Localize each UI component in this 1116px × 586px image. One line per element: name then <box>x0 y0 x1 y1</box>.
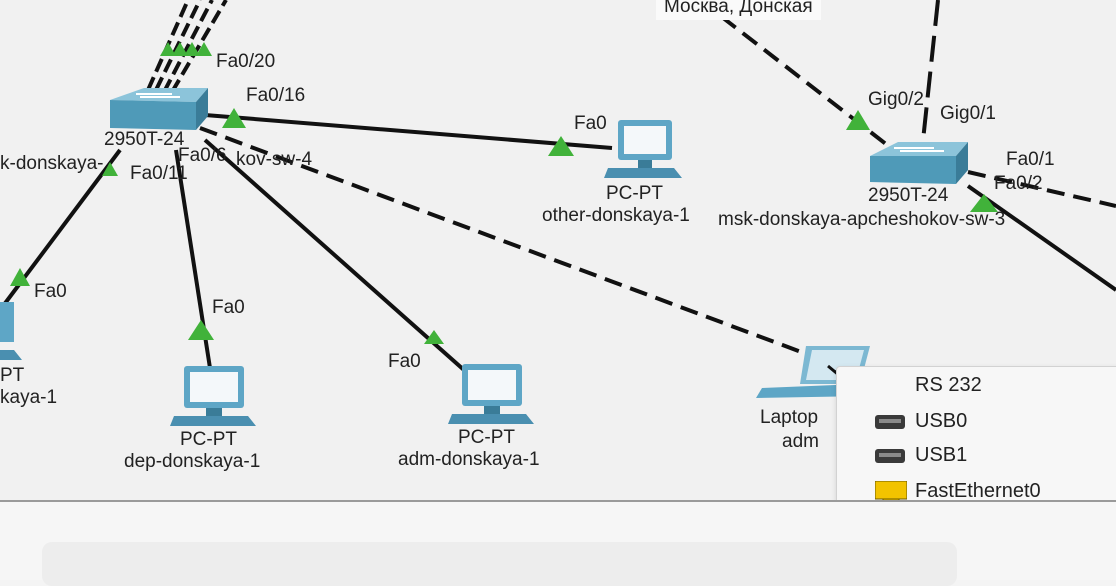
pc-other-icon[interactable] <box>604 118 684 182</box>
pc-adm-icon[interactable] <box>448 362 538 426</box>
port-label-fa0-11: Fa0/11 <box>130 163 188 184</box>
port-menu-item-fastethernet0[interactable]: FastEthernet0 <box>837 477 1116 507</box>
port-label-fa0-1: Fa0/1 <box>1006 149 1055 170</box>
cable-sw4-other <box>204 113 613 150</box>
pc-left-icon[interactable] <box>0 300 24 364</box>
pc-adm-type: PC-PT <box>458 427 515 448</box>
port-label-fa0-other: Fa0 <box>574 113 607 134</box>
port-menu-rs232[interactable]: RS 232 <box>915 374 982 396</box>
switch-left-model: 2950T-24 <box>104 129 185 150</box>
cable-right-gig02 <box>698 0 906 160</box>
port-menu-label-usb1: USB1 <box>915 444 968 466</box>
port-label-fa0-2: Fa0/2 <box>994 173 1043 194</box>
cable-right-gig01 <box>920 0 940 151</box>
switch-left-icon[interactable] <box>100 88 210 140</box>
bottom-toolbar <box>42 542 957 586</box>
port-menu-item-usb1[interactable]: USB1 <box>837 441 1116 471</box>
bottom-panel <box>0 502 1116 586</box>
port-label-gig0-2: Gig0/2 <box>868 89 924 110</box>
cable-right-fa02 <box>966 184 1116 292</box>
port-label-fa0-adm: Fa0 <box>388 351 421 372</box>
laptop-name: adm <box>782 431 819 452</box>
laptop-type: Laptop <box>760 407 819 428</box>
cable-sw4-adm <box>203 138 466 372</box>
pc-dep-icon[interactable] <box>170 364 260 428</box>
uplink-cables <box>146 0 228 94</box>
switch-right-icon[interactable] <box>864 142 974 194</box>
usb-port-icon <box>875 449 905 463</box>
cable-layer <box>0 0 1116 372</box>
pc-left-type: PT <box>0 365 25 386</box>
port-label-fa0-16: Fa0/16 <box>246 85 306 106</box>
pc-other-name: other-donskaya-1 <box>542 205 690 226</box>
cable-sw4-laptop <box>199 126 813 358</box>
port-menu-label-usb0: USB0 <box>915 410 968 432</box>
switch-right-name: msk-donskaya-apcheshokov-sw-3 <box>718 209 1006 230</box>
pc-left-name: kaya-1 <box>0 387 58 408</box>
usb-port-icon <box>875 415 905 429</box>
topology-canvas[interactable]: Москва, Донская 2950T-24 k-donskaya- kov… <box>0 0 1116 520</box>
port-label-fa0-dep: Fa0 <box>212 297 245 318</box>
link-indicators <box>10 42 998 344</box>
pc-dep-type: PC-PT <box>180 429 237 450</box>
workspace-divider <box>0 500 1116 502</box>
pc-dep-name: dep-donskaya-1 <box>124 451 261 472</box>
port-menu-item-usb0[interactable]: USB0 <box>837 407 1116 437</box>
port-label-fa0-20: Fa0/20 <box>216 51 276 72</box>
pc-adm-name: adm-donskaya-1 <box>398 449 540 470</box>
port-label-fa0-6: Fa0/6 <box>178 145 227 166</box>
port-menu-label-fastethernet0: FastEthernet0 <box>915 480 1041 502</box>
switch-left-name: k-donskaya- <box>0 153 104 174</box>
switch-overlap-name: kov-sw-4 <box>236 149 313 170</box>
location-label: Москва, Донская <box>656 0 821 20</box>
port-selection-menu[interactable]: RS 232 USB0 USB1 FastEthernet0 <box>836 366 1116 520</box>
pc-other-type: PC-PT <box>606 183 663 204</box>
port-label-fa0-left: Fa0 <box>34 281 67 302</box>
port-label-gig0-1: Gig0/1 <box>940 103 996 124</box>
switch-right-model: 2950T-24 <box>868 185 949 206</box>
